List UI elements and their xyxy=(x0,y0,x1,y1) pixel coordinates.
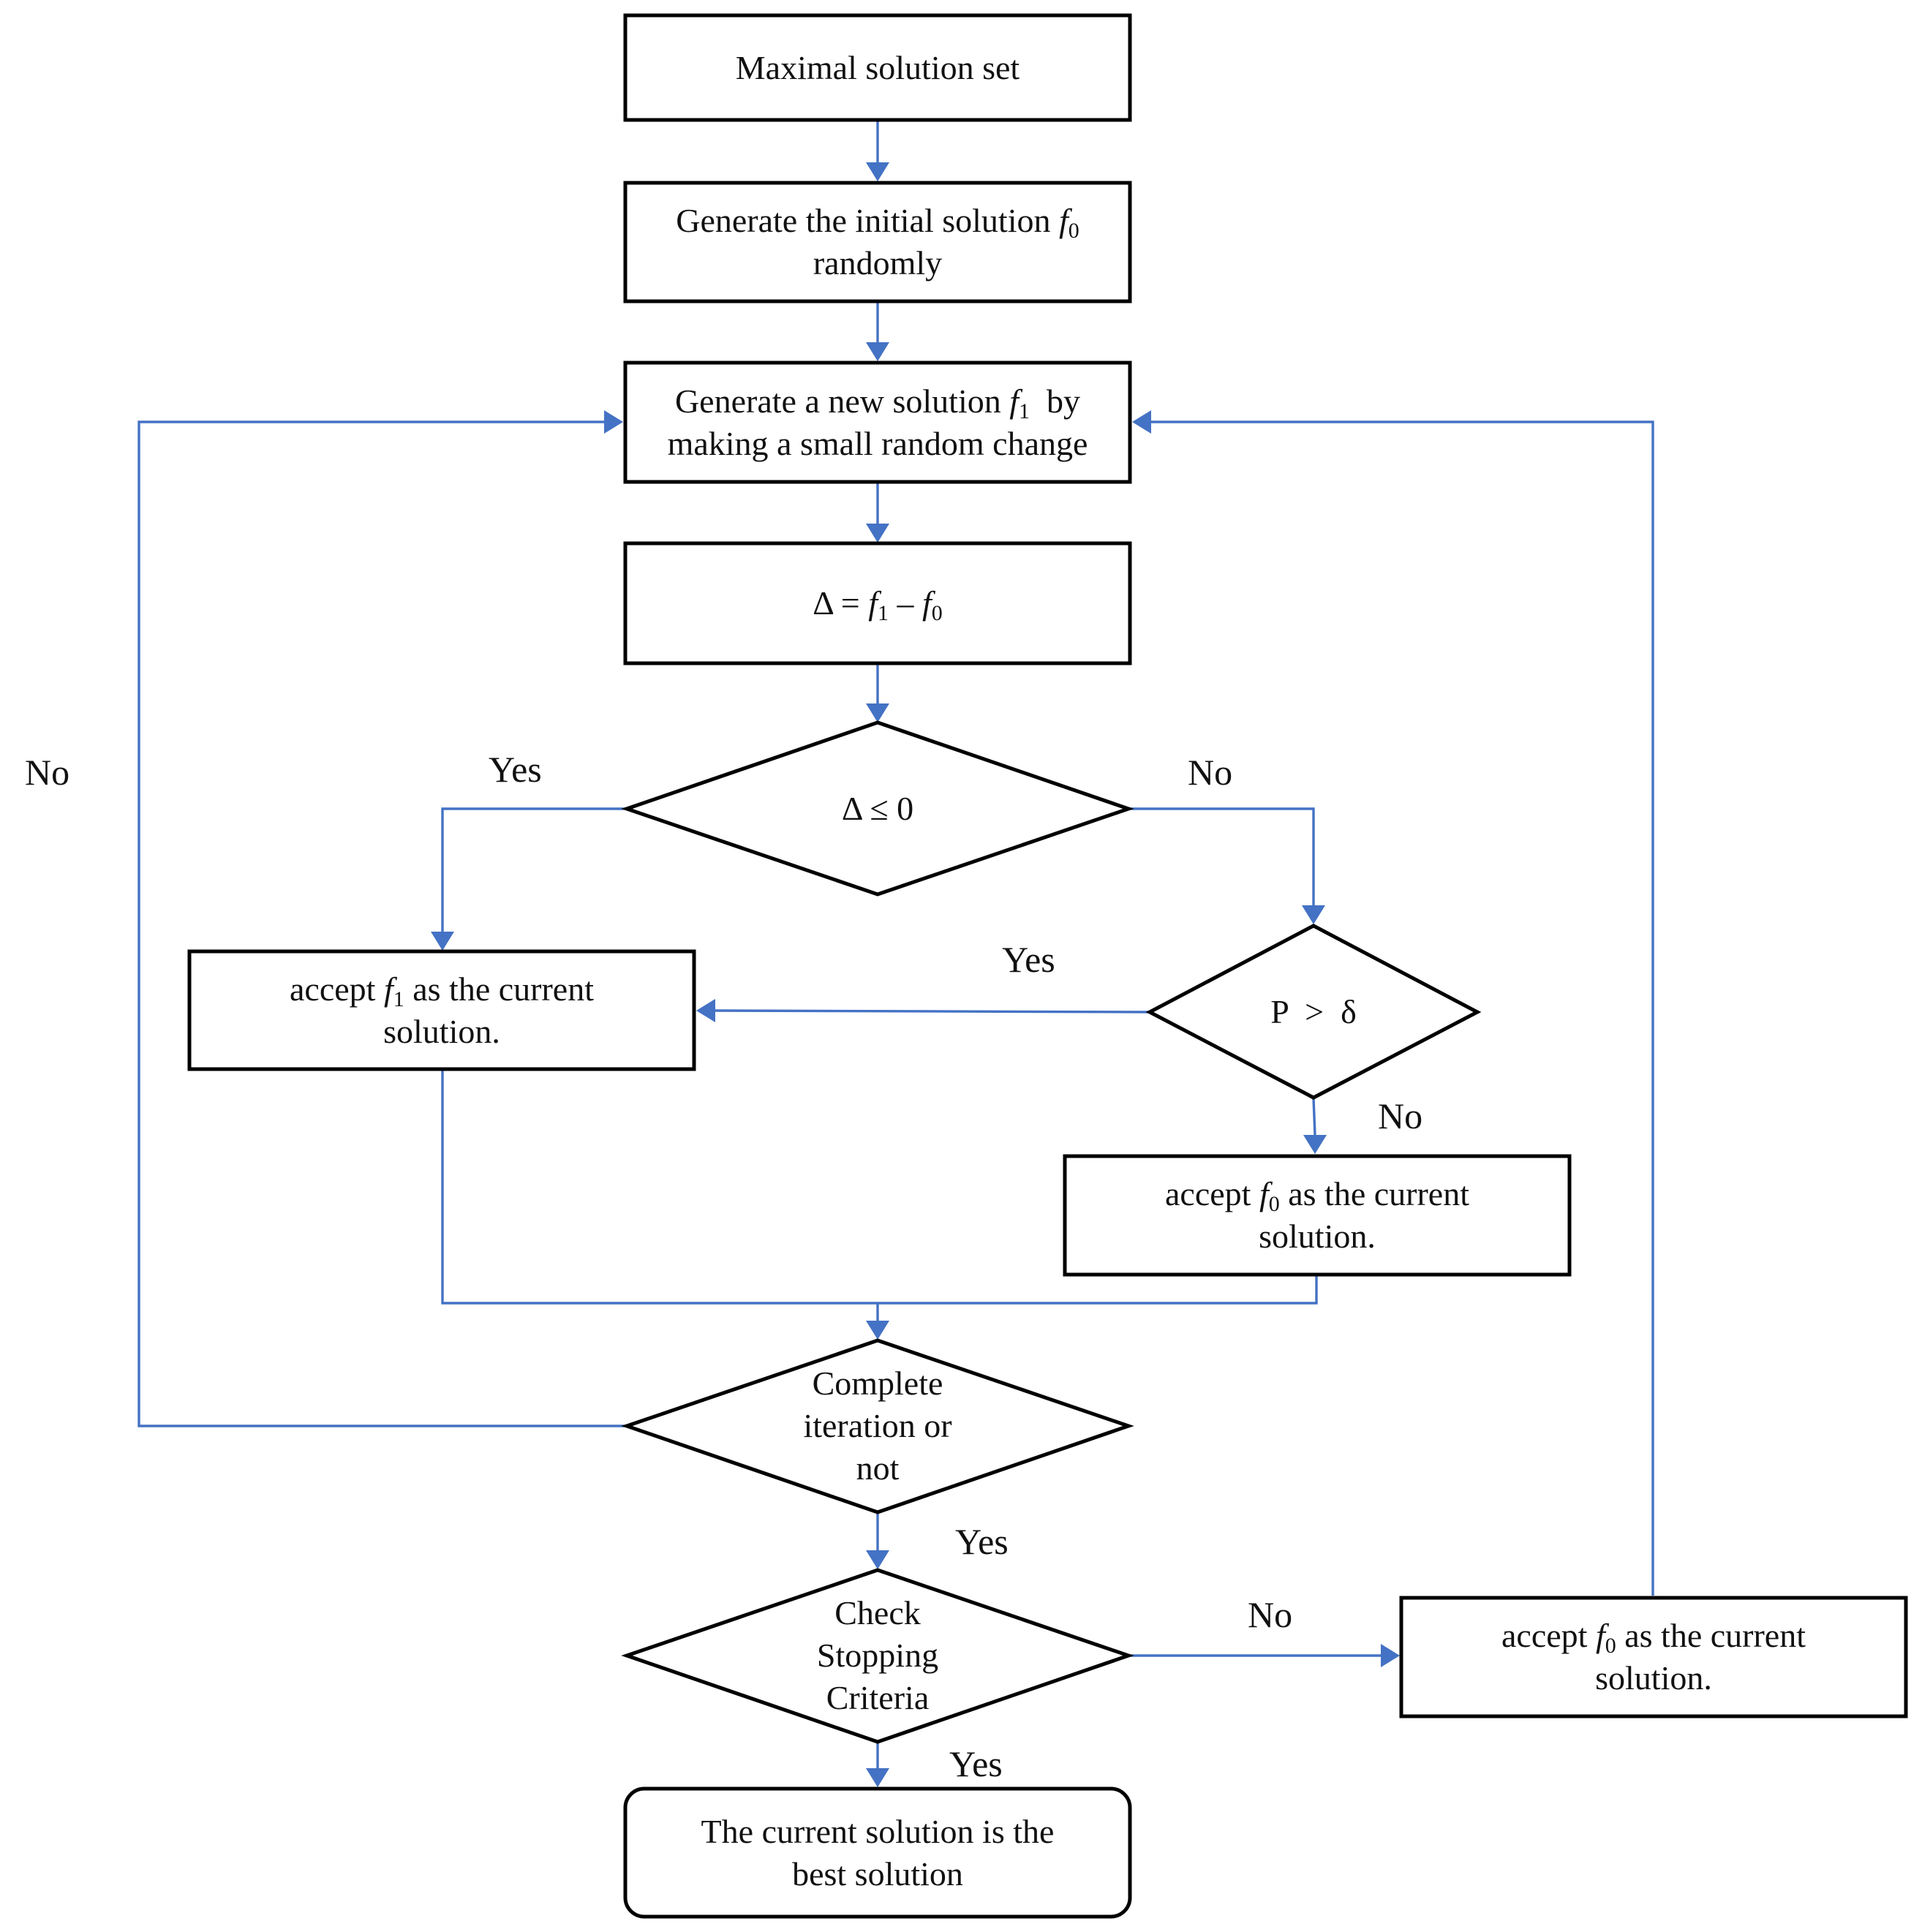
end-line-1: The current solution is the xyxy=(701,1812,1055,1850)
iteration-line-1: Complete xyxy=(812,1365,943,1402)
delta-check-text: Δ ≤ 0 xyxy=(841,790,914,827)
edge-label-delta-yes: Yes xyxy=(489,749,542,790)
edge-label-stopping-no: No xyxy=(1248,1594,1293,1635)
stopping-check-label: Check Stopping Criteria xyxy=(731,1591,1024,1720)
arrowhead xyxy=(866,1321,889,1340)
edge-p-no xyxy=(1312,1098,1316,1136)
arrowhead xyxy=(696,999,715,1022)
stopping-check-diamond xyxy=(621,1568,1134,1744)
accept-f0-right-node-label: accept f0 as the current solution. xyxy=(1401,1598,1906,1716)
arrowhead xyxy=(1302,905,1325,924)
edge-label-iteration-yes: Yes xyxy=(955,1521,1009,1562)
accept-f1-box xyxy=(187,949,696,1071)
arrowhead xyxy=(866,162,889,181)
delta-check-diamond xyxy=(621,720,1134,897)
stopping-line-2: Stopping xyxy=(816,1637,939,1674)
end-box xyxy=(623,1786,1132,1919)
stopping-line-3: Criteria xyxy=(826,1679,930,1716)
accept-f0-right-line-1: accept f0 as the current xyxy=(1501,1617,1806,1658)
p-check-diamond xyxy=(1145,924,1482,1100)
accept-f0-mid-box xyxy=(1063,1154,1572,1277)
delta-formula: Δ = f1 – f0 xyxy=(813,584,943,625)
new-solution-node-label: Generate a new solution f1 by making a s… xyxy=(625,363,1130,482)
arrowhead xyxy=(1303,1135,1327,1154)
arrowhead xyxy=(1132,410,1151,434)
accept-f0-right-box xyxy=(1399,1596,1908,1718)
new-solution-box xyxy=(623,361,1132,484)
edge-label-iteration-no: No xyxy=(25,752,70,793)
end-node-label: The current solution is the best solutio… xyxy=(625,1789,1130,1917)
arrowhead xyxy=(866,703,889,722)
accept-f0-right-line-2: solution. xyxy=(1595,1659,1712,1697)
iteration-line-2: iteration or xyxy=(803,1407,952,1444)
edge-merge xyxy=(441,1070,1318,1305)
shapes xyxy=(187,13,1908,1919)
iteration-line-3: not xyxy=(856,1449,900,1487)
edge-label-delta-no: No xyxy=(1188,752,1233,793)
init-line-2: randomly xyxy=(813,244,943,282)
edge-right-loop xyxy=(1151,420,1654,1596)
p-check-label: P > δ xyxy=(1204,971,1423,1053)
edge-p-yes xyxy=(715,1009,1150,1014)
accept-f0-mid-line-2: solution. xyxy=(1259,1218,1376,1255)
start-node-label: Maximal solution set xyxy=(625,15,1130,120)
init-line-1: Generate the initial solution f0 xyxy=(676,202,1079,243)
connectors xyxy=(137,121,1654,1787)
p-check-text: P > δ xyxy=(1270,993,1357,1030)
delta-box xyxy=(623,541,1132,665)
edge-label-p-no: No xyxy=(1378,1095,1423,1136)
arrowhead xyxy=(431,932,454,951)
arrowhead xyxy=(866,524,889,543)
accept-f1-line-1: accept f1 as the current xyxy=(289,970,594,1011)
init-box xyxy=(623,181,1132,303)
new-solution-line-2: making a small random change xyxy=(667,424,1088,462)
arrowhead xyxy=(866,342,889,361)
start-box xyxy=(623,13,1132,122)
stopping-line-1: Check xyxy=(834,1594,921,1631)
arrowhead xyxy=(604,410,623,434)
delta-check-label: Δ ≤ 0 xyxy=(731,768,1024,850)
accept-f0-mid-line-1: accept f0 as the current xyxy=(1164,1175,1469,1216)
arrowhead xyxy=(1381,1644,1400,1667)
accept-f1-line-2: solution. xyxy=(383,1012,500,1050)
init-node-label: Generate the initial solution f0 randoml… xyxy=(625,183,1130,301)
accept-f1-node-label: accept f1 as the current solution. xyxy=(189,951,694,1069)
iteration-check-label: Complete iteration or not xyxy=(731,1362,1024,1490)
edge-delta-yes xyxy=(441,807,627,932)
arrowhead xyxy=(866,1768,889,1787)
edge-label-p-yes: Yes xyxy=(1002,939,1055,980)
arrowhead xyxy=(866,1550,889,1569)
edge-delta-no xyxy=(1128,807,1315,905)
edge-label-stopping-yes: Yes xyxy=(949,1743,1003,1784)
edge-iteration-no-loop xyxy=(137,420,627,1427)
delta-node-label: Δ = f1 – f0 xyxy=(625,543,1130,663)
accept-f0-mid-node-label: accept f0 as the current solution. xyxy=(1065,1156,1569,1275)
start-text: Maximal solution set xyxy=(735,48,1020,86)
iteration-check-diamond xyxy=(621,1338,1134,1514)
new-solution-line-1: Generate a new solution f1 by xyxy=(674,382,1081,423)
end-line-2: best solution xyxy=(792,1854,963,1893)
